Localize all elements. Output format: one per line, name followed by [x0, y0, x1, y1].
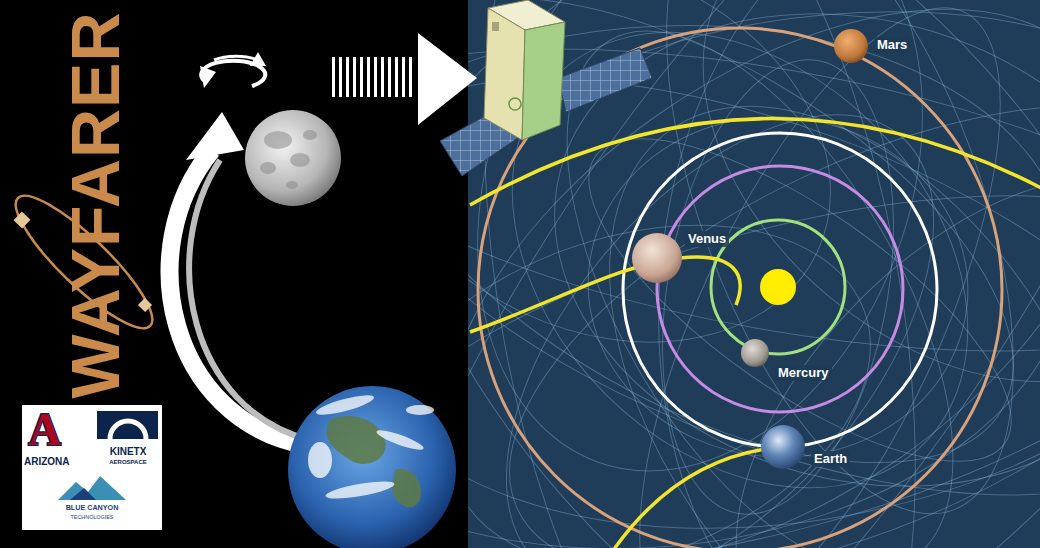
company-subname: TECHNOLOGIES	[22, 515, 162, 520]
company-subname: AEROSPACE	[97, 459, 159, 465]
mission-wordmark: WAYFARER	[58, 11, 133, 398]
planet-label: Earth	[811, 451, 850, 467]
university-name: ARIZONA	[24, 457, 70, 467]
planet-label: Venus	[685, 231, 729, 247]
company-name: KINETX	[97, 447, 159, 457]
planet-label: Mars	[874, 37, 910, 53]
sponsor-panel: A ARIZONA KINETX AEROSPACE BLUE CANYON TECHNO…	[22, 405, 162, 530]
university-mark: A	[28, 407, 61, 453]
company-name: BLUE CANYON	[22, 504, 162, 511]
planet-label: Mercury	[775, 365, 832, 381]
